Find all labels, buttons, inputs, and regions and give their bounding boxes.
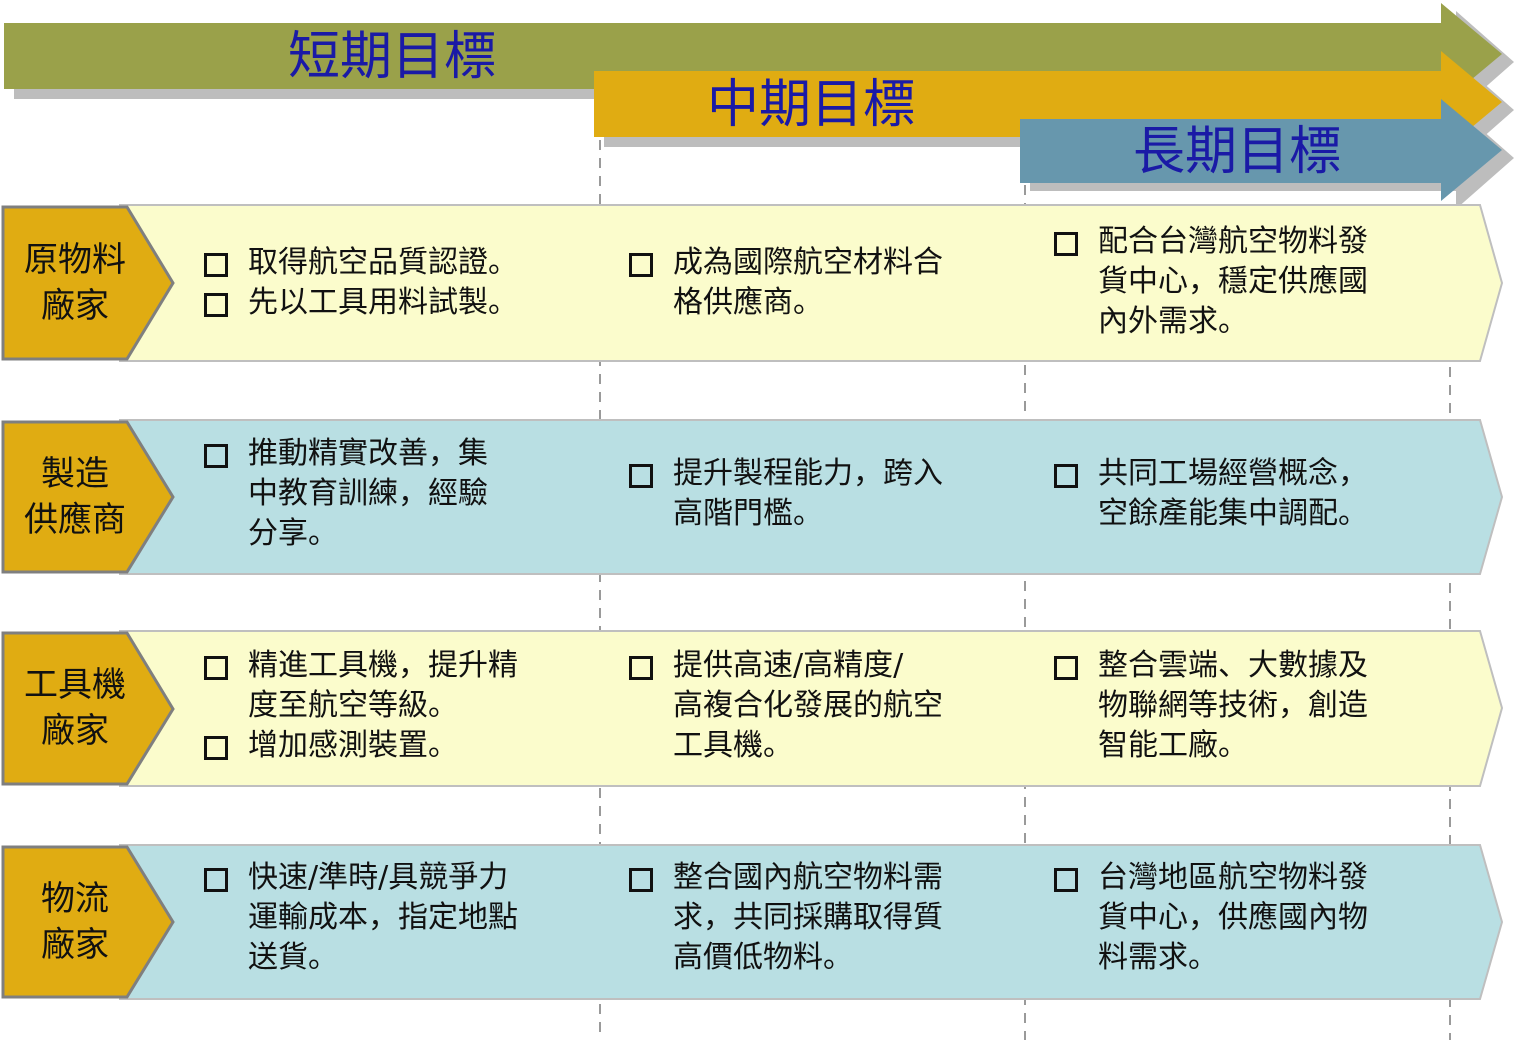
category-label-machine-tool: 工具機 廠家 [24,665,126,751]
category-label-logistics: 物流 廠家 [41,879,109,965]
cell-logistics-long: 台灣地區航空物料發 貨中心，供應國內物 料需求。 [1054,858,1424,978]
cell-raw-material-long: 配合台灣航空物料發 貨中心，穩定供應國 內外需求。 [1054,222,1424,342]
list-item: 整合雲端、大數據及 物聯網等技術，創造 智能工廠。 [1054,646,1424,766]
list-item: 共同工場經營概念， 空餘產能集中調配。 [1054,454,1424,534]
cell-logistics-mid: 整合國內航空物料需 求，共同採購取得質 高價低物料。 [629,858,999,978]
category-tab-raw-material [1,205,175,361]
checkbox-bullet-icon [204,444,228,468]
category-tab-logistics [1,845,175,999]
checkbox-bullet-icon [204,253,228,277]
list-item: 推動精實改善，集 中教育訓練，經驗 分享。 [204,434,574,554]
cell-logistics-short: 快速/準時/具競爭力 運輸成本，指定地點 送貨。 [204,858,574,978]
list-item: 成為國際航空材料合 格供應商。 [629,243,999,323]
list-item: 配合台灣航空物料發 貨中心，穩定供應國 內外需求。 [1054,222,1424,342]
list-item: 整合國內航空物料需 求，共同採購取得質 高價低物料。 [629,858,999,978]
list-item: 台灣地區航空物料發 貨中心，供應國內物 料需求。 [1054,858,1424,978]
cell-manufacturer-long: 共同工場經營概念， 空餘產能集中調配。 [1054,454,1424,534]
checkbox-bullet-icon [204,868,228,892]
checkbox-bullet-icon [629,464,653,488]
checkbox-bullet-icon [629,656,653,680]
cell-manufacturer-short: 推動精實改善，集 中教育訓練，經驗 分享。 [204,434,574,554]
checkbox-bullet-icon [204,736,228,760]
mid-term-label: 中期目標 [707,75,916,135]
list-item: 提供高速/高精度/ 高複合化發展的航空 工具機。 [629,646,999,766]
cell-machine-tool-long: 整合雲端、大數據及 物聯網等技術，創造 智能工廠。 [1054,646,1424,766]
checkbox-bullet-icon [1054,232,1078,256]
category-tab-manufacturer [1,420,175,574]
checkbox-bullet-icon [629,253,653,277]
category-tab-machine-tool [1,631,175,786]
checkbox-bullet-icon [1054,868,1078,892]
list-item: 提升製程能力，跨入 高階門檻。 [629,454,999,534]
checkbox-bullet-icon [204,293,228,317]
checkbox-bullet-icon [1054,656,1078,680]
category-label-manufacturer: 製造 供應商 [24,454,126,540]
long-term-arrow [1020,99,1502,201]
checkbox-bullet-icon [1054,464,1078,488]
cell-raw-material-mid: 成為國際航空材料合 格供應商。 [629,243,999,323]
checkbox-bullet-icon [204,656,228,680]
list-item: 精進工具機，提升精 度至航空等級。 [204,646,574,726]
long-term-label: 長期目標 [1133,122,1342,182]
cell-machine-tool-mid: 提供高速/高精度/ 高複合化發展的航空 工具機。 [629,646,999,766]
cell-raw-material-short: 取得航空品質認證。 先以工具用料試製。 [204,243,574,323]
list-item: 增加感測裝置。 [204,726,574,766]
short-term-label: 短期目標 [288,27,497,87]
checkbox-bullet-icon [629,868,653,892]
cell-machine-tool-short: 精進工具機，提升精 度至航空等級。 增加感測裝置。 [204,646,574,766]
list-item: 快速/準時/具競爭力 運輸成本，指定地點 送貨。 [204,858,574,978]
category-label-raw-material: 原物料 廠家 [24,240,126,326]
list-item: 取得航空品質認證。 [204,243,574,283]
cell-manufacturer-mid: 提升製程能力，跨入 高階門檻。 [629,454,999,534]
list-item: 先以工具用料試製。 [204,283,574,323]
